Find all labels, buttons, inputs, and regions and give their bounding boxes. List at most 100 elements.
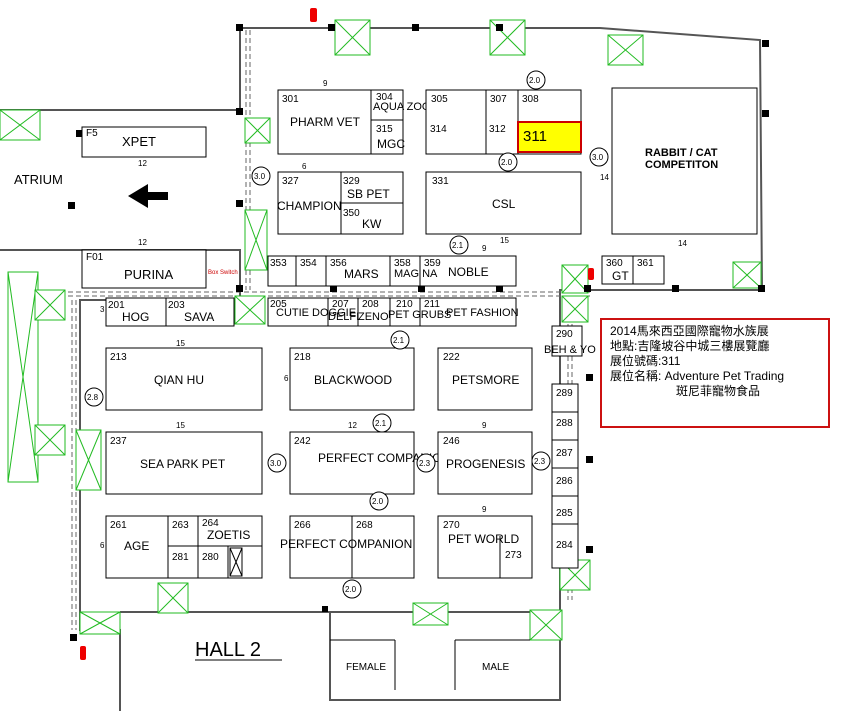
svg-text:CUTIE DOGGIE: CUTIE DOGGIE [276, 307, 356, 319]
svg-text:FEMALE: FEMALE [346, 662, 386, 673]
svg-text:QIAN HU: QIAN HU [154, 373, 204, 387]
svg-text:350: 350 [343, 208, 360, 219]
svg-text:210: 210 [396, 299, 413, 310]
svg-text:2.1: 2.1 [375, 419, 387, 428]
svg-text:3.0: 3.0 [270, 459, 282, 468]
aisle-markers: 2.0 2.0 3.0 3.0 2.1 2.1 2.8 2.1 2.3 2.3 … [84, 70, 609, 599]
svg-text:329: 329 [343, 176, 360, 187]
svg-text:246: 246 [443, 436, 460, 447]
svg-text:9: 9 [482, 421, 487, 430]
svg-text:289: 289 [556, 388, 573, 399]
fire-extinguisher-icon [80, 8, 594, 660]
svg-text:203: 203 [168, 300, 185, 311]
svg-text:RABBIT / CAT: RABBIT / CAT [645, 147, 718, 159]
svg-text:PROGENESIS: PROGENESIS [446, 457, 525, 471]
booth-info-panel: 2014馬來西亞國際寵物水族展 地點:吉隆坡谷中城三樓展覽廳 展位號碼:311 … [600, 318, 830, 428]
svg-text:327: 327 [282, 176, 299, 187]
svg-text:15: 15 [500, 236, 509, 245]
svg-text:F5: F5 [86, 128, 98, 139]
svg-text:360: 360 [606, 258, 623, 269]
svg-text:ZOETIS: ZOETIS [207, 528, 250, 542]
green-box [529, 609, 563, 641]
booth-311-highlighted [517, 121, 582, 153]
svg-text:6: 6 [284, 374, 289, 383]
svg-text:PET GRUBS: PET GRUBS [388, 309, 451, 321]
green-box [79, 611, 121, 635]
svg-text:3: 3 [100, 305, 105, 314]
lower-hall: 201 HOG 203 SAVA 205 CUTIE DOGGIE 207 DE… [105, 297, 596, 690]
svg-text:358: 358 [394, 258, 411, 269]
atrium-label: ATRIUM [14, 172, 63, 187]
svg-text:270: 270 [443, 520, 460, 531]
svg-text:211: 211 [424, 299, 440, 310]
svg-text:273: 273 [505, 550, 522, 561]
green-box [234, 295, 266, 325]
svg-text:PURINA: PURINA [124, 267, 173, 282]
svg-text:308: 308 [522, 94, 539, 105]
green-box [489, 19, 526, 56]
svg-text:AQUA ZOO: AQUA ZOO [373, 101, 431, 113]
svg-text:6: 6 [100, 541, 105, 550]
right-column-booths: 289 288 287 286 285 284 [551, 383, 579, 569]
svg-text:290: 290 [556, 329, 573, 340]
svg-text:MGC: MGC [377, 137, 405, 151]
green-box [412, 602, 449, 626]
svg-text:9: 9 [482, 244, 487, 253]
svg-text:PERFECT COMPANION: PERFECT COMPANION [280, 537, 412, 551]
svg-text:BLACKWOOD: BLACKWOOD [314, 373, 392, 387]
svg-text:307: 307 [490, 94, 507, 105]
svg-text:356: 356 [330, 258, 347, 269]
svg-text:361: 361 [637, 258, 654, 269]
green-box [244, 117, 271, 144]
svg-text:305: 305 [431, 94, 448, 105]
booth-301 [277, 89, 404, 155]
svg-text:353: 353 [270, 258, 287, 269]
svg-text:263: 263 [172, 520, 189, 531]
svg-text:2.1: 2.1 [393, 336, 405, 345]
svg-text:6: 6 [302, 162, 307, 171]
svg-text:301: 301 [282, 94, 299, 105]
svg-text:2.3: 2.3 [419, 459, 431, 468]
green-box [75, 429, 102, 491]
svg-text:CHAMPION: CHAMPION [277, 199, 342, 213]
svg-text:PHARM VET: PHARM VET [290, 115, 361, 129]
svg-text:NOBLE: NOBLE [448, 265, 489, 279]
svg-text:MAG NA: MAG NA [394, 268, 438, 280]
svg-text:GT: GT [612, 269, 629, 283]
svg-text:AGE: AGE [124, 539, 149, 553]
svg-text:2.8: 2.8 [87, 393, 99, 402]
svg-text:208: 208 [362, 299, 379, 310]
dimension-labels: 9 12 6 14 14 15 12 9 15 12 9 15 6 6 9 3 [100, 79, 687, 550]
svg-text:SAVA: SAVA [184, 310, 214, 324]
svg-text:COMPETITON: COMPETITON [645, 159, 718, 171]
svg-text:DELFI: DELFI [328, 311, 359, 323]
svg-text:314: 314 [430, 124, 447, 135]
corridor-area: F5 XPET F01 PURINA ATRIUM Box Switch [14, 126, 238, 289]
green-box [561, 295, 589, 323]
svg-text:12: 12 [138, 238, 147, 247]
svg-text:304: 304 [376, 92, 393, 103]
svg-text:15: 15 [176, 421, 185, 430]
info-line-booth-name: 展位名稱: Adventure Pet Trading [610, 369, 785, 383]
svg-text:SEA PARK PET: SEA PARK PET [140, 457, 226, 471]
svg-text:280: 280 [202, 552, 219, 563]
green-box [157, 582, 189, 614]
svg-text:SB PET: SB PET [347, 187, 390, 201]
svg-text:9: 9 [323, 79, 328, 88]
green-box [34, 424, 66, 456]
info-line-booth-name-chinese: 斑尼菲寵物食品 [676, 384, 761, 398]
green-box [561, 264, 589, 294]
svg-text:2.0: 2.0 [345, 585, 357, 594]
green-box [607, 34, 644, 66]
svg-text:F01: F01 [86, 252, 104, 263]
svg-text:288: 288 [556, 418, 573, 429]
upper-hall: 301 PHARM VET 304 AQUA ZOO 315 MGC 305 3… [267, 87, 758, 287]
green-box [0, 109, 41, 141]
booth-rabbit-cat [611, 87, 758, 235]
svg-text:285: 285 [556, 508, 573, 519]
svg-text:286: 286 [556, 476, 573, 487]
svg-text:14: 14 [600, 173, 609, 182]
green-box [334, 19, 371, 56]
green-box [7, 271, 39, 483]
svg-text:KW: KW [362, 217, 382, 231]
